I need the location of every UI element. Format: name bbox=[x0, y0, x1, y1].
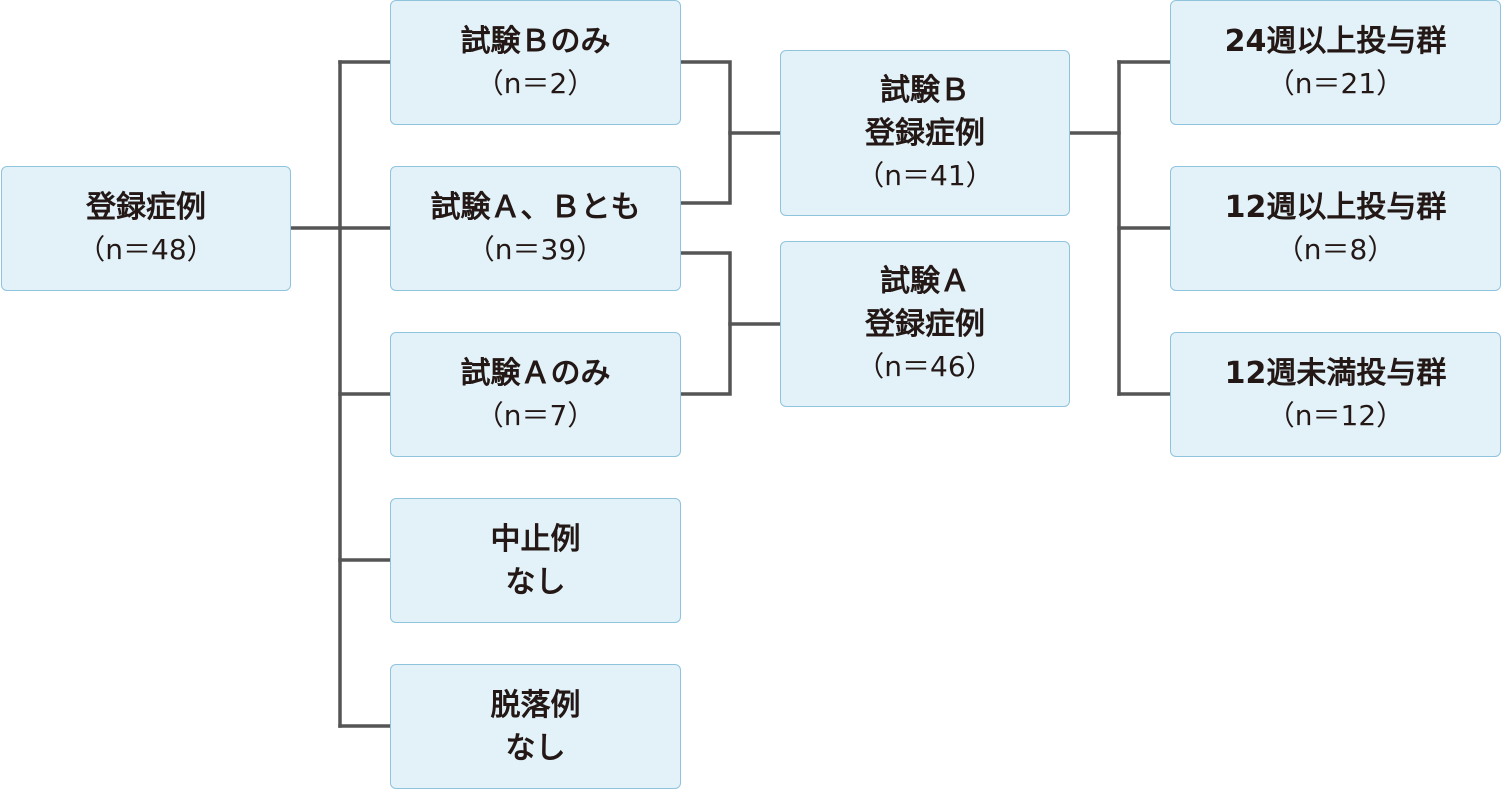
node-trial-a-registered: 試験Ａ 登録症例 （n＝46） bbox=[780, 241, 1070, 407]
node-count: （n＝7） bbox=[475, 399, 596, 432]
node-count: （n＝21） bbox=[1266, 67, 1405, 100]
connector-a-merge bbox=[679, 251, 732, 396]
node-label: 試験Ｂ bbox=[880, 73, 970, 108]
node-dropout: 脱落例 なし bbox=[390, 664, 681, 789]
node-group-under-12w: 12週未満投与群 （n＝12） bbox=[1170, 332, 1501, 457]
node-trial-b-only: 試験Ｂのみ （n＝2） bbox=[390, 0, 681, 125]
node-label: なし bbox=[505, 730, 566, 766]
node-count: （n＝48） bbox=[77, 233, 215, 266]
node-label: 登録症例 bbox=[865, 116, 985, 151]
node-label: 試験Ａ bbox=[880, 264, 970, 299]
node-count: （n＝12） bbox=[1266, 399, 1405, 432]
node-count: （n＝2） bbox=[475, 67, 596, 100]
node-count: （n＝39） bbox=[466, 233, 605, 266]
node-label: 試験Ａ、Ｂとも bbox=[430, 190, 641, 225]
node-label: 中止例 bbox=[490, 521, 581, 557]
node-count: （n＝8） bbox=[1275, 233, 1396, 266]
node-count: （n＝41） bbox=[856, 159, 994, 192]
node-registered-all: 登録症例 （n＝48） bbox=[1, 166, 291, 291]
node-group-12w-plus: 12週以上投与群 （n＝8） bbox=[1170, 166, 1501, 291]
node-trial-a-only: 試験Ａのみ （n＝7） bbox=[390, 332, 681, 457]
node-group-24w-plus: 24週以上投与群 （n＝21） bbox=[1170, 0, 1501, 125]
node-label: 登録症例 bbox=[86, 190, 206, 225]
node-label: なし bbox=[505, 564, 566, 600]
node-label: 試験Ｂのみ bbox=[460, 24, 611, 59]
node-label: 試験Ａのみ bbox=[460, 356, 611, 391]
node-label: 12週未満投与群 bbox=[1224, 356, 1447, 391]
node-label: 登録症例 bbox=[865, 307, 985, 342]
connector-b-merge bbox=[679, 60, 732, 205]
node-label: 12週以上投与群 bbox=[1224, 190, 1447, 225]
node-label: 脱落例 bbox=[490, 687, 581, 723]
node-discontinued: 中止例 なし bbox=[390, 498, 681, 623]
node-count: （n＝46） bbox=[856, 350, 994, 383]
node-trial-b-registered: 試験Ｂ 登録症例 （n＝41） bbox=[780, 50, 1070, 216]
node-label: 24週以上投与群 bbox=[1224, 24, 1447, 59]
node-trial-a-and-b: 試験Ａ、Ｂとも （n＝39） bbox=[390, 166, 681, 291]
